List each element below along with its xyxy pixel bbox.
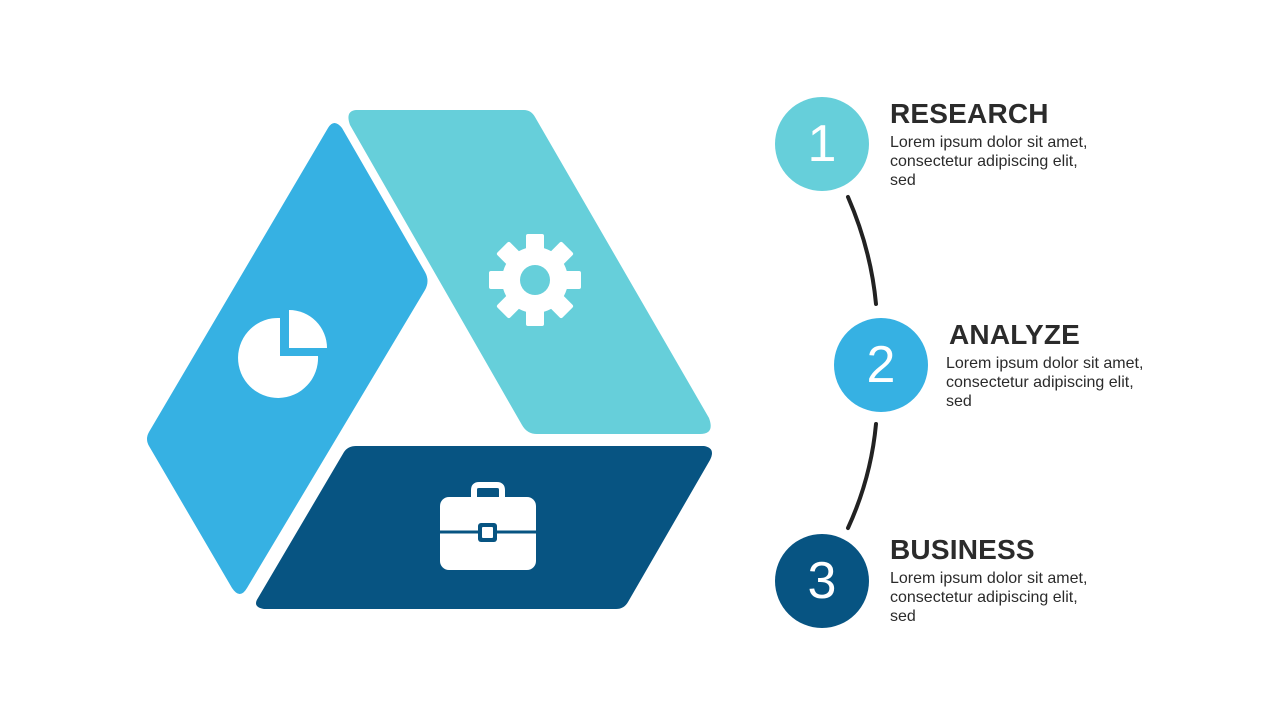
step-number: 1 (807, 115, 837, 173)
step-title: RESEARCH (890, 98, 1049, 129)
step-text: RESEARCH Lorem ipsum dolor sit amet, con… (890, 98, 1090, 190)
step-number: 2 (866, 336, 896, 394)
connector-arc-top (846, 195, 878, 306)
step-title: BUSINESS (890, 534, 1035, 565)
step-description: Lorem ipsum dolor sit amet, consectetur … (890, 570, 1088, 625)
step-number-circle: 3 (775, 534, 869, 628)
step-text: ANALYZE Lorem ipsum dolor sit amet, cons… (946, 319, 1146, 411)
step-text: BUSINESS Lorem ipsum dolor sit amet, con… (890, 534, 1090, 626)
step-number: 3 (807, 552, 837, 610)
step-number-circle: 1 (775, 97, 869, 191)
connector-arc-bottom (846, 422, 878, 530)
step-number-circle: 2 (834, 318, 928, 412)
briefcase-icon (440, 482, 536, 570)
triangle-diagram (147, 110, 712, 609)
step-description: Lorem ipsum dolor sit amet, consectetur … (946, 355, 1144, 410)
pie-chart-icon (238, 310, 327, 398)
step-title: ANALYZE (949, 319, 1081, 350)
step-description: Lorem ipsum dolor sit amet, consectetur … (890, 134, 1088, 189)
gear-icon (489, 234, 581, 326)
